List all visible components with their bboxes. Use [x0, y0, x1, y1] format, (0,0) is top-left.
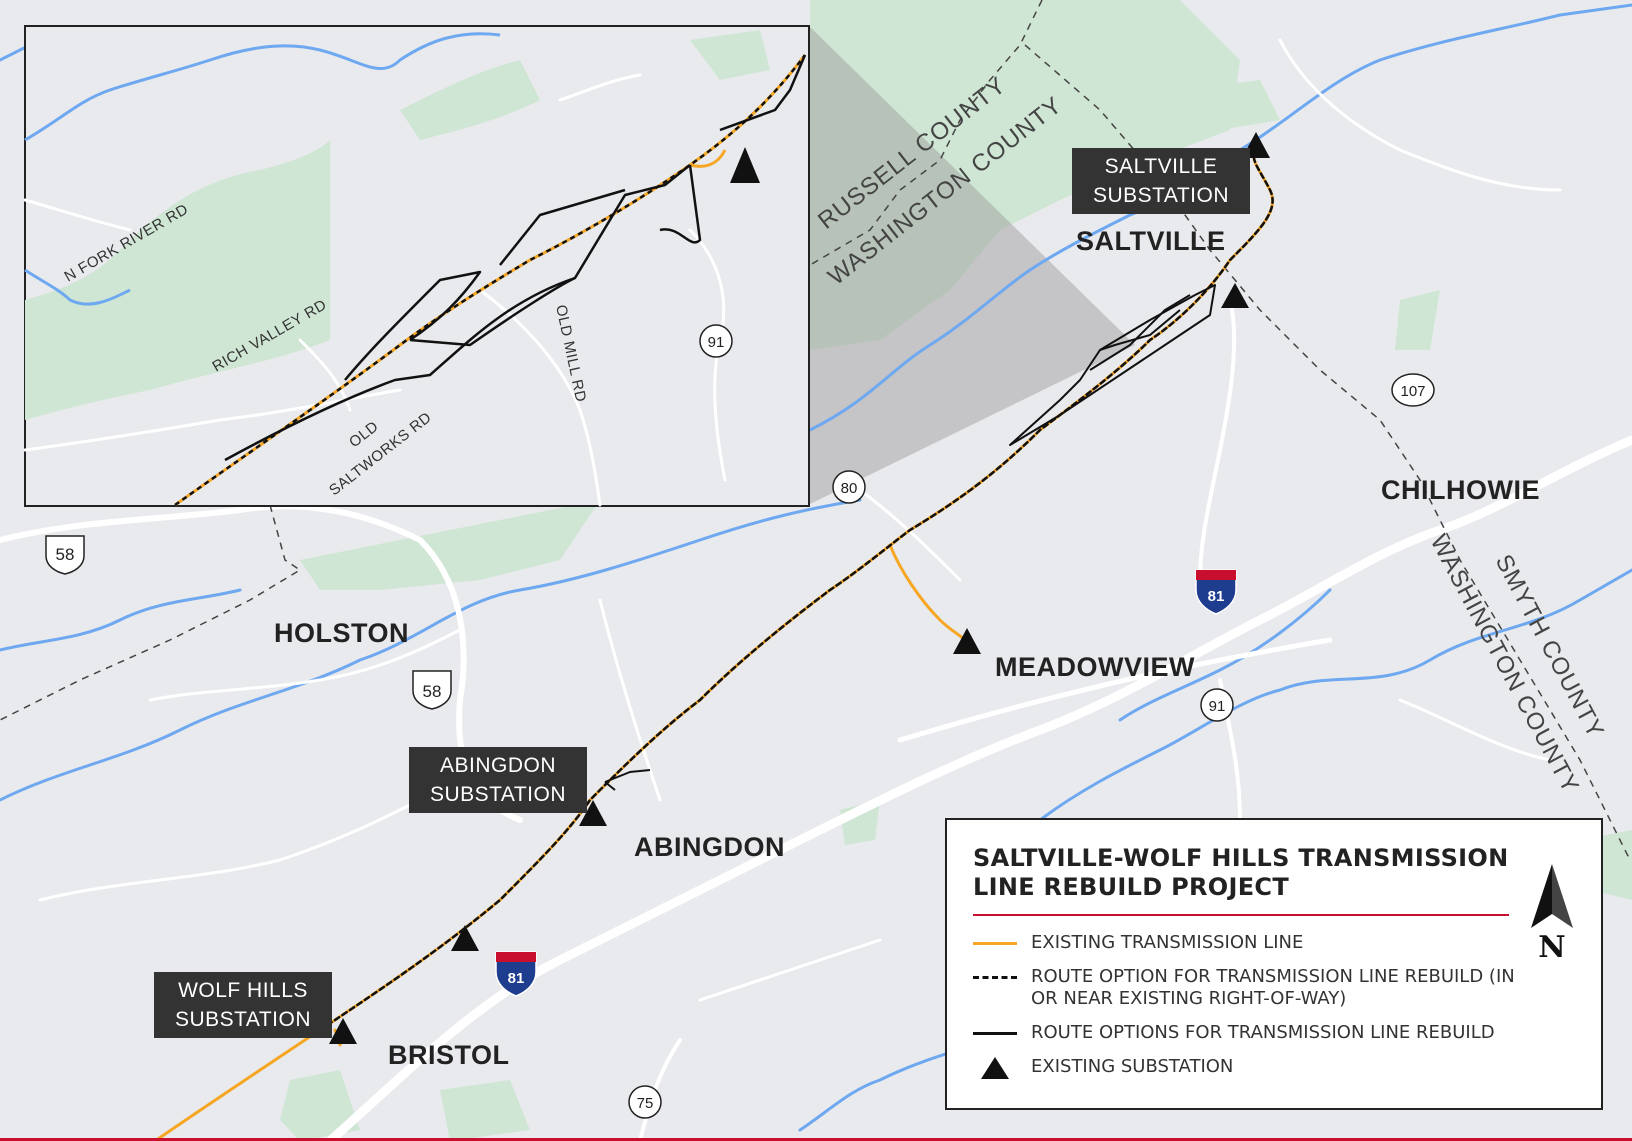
legend-label: ROUTE OPTIONS FOR TRANSMISSION LINE REBU…	[1031, 1022, 1495, 1043]
town-abingdon: ABINGDON	[634, 832, 785, 862]
county-boundaries	[0, 0, 1631, 861]
wolf-hills-substation-icon	[329, 1018, 357, 1044]
legend-divider	[973, 914, 1509, 916]
saltville-south-substation-icon	[1221, 283, 1249, 308]
route-shields: 80 107 58 58 81 91 81 75	[45, 373, 1435, 1119]
town-saltville: SALTVILLE	[1076, 226, 1226, 256]
legend-item-route-options: ROUTE OPTIONS FOR TRANSMISSION LINE REBU…	[973, 1022, 1575, 1044]
inset-connector	[808, 25, 1135, 505]
town-meadowview: MEADOWVIEW	[995, 652, 1195, 682]
rivers	[0, 3, 1632, 1132]
route-58-holston-shield: 58	[412, 670, 452, 710]
route-58-west-shield: 58	[45, 535, 85, 575]
legend-item-substation: EXISTING SUBSTATION	[973, 1056, 1575, 1079]
interstate-81-meadowview-shield: 81	[1195, 569, 1237, 615]
route-option-existing-row	[318, 148, 1274, 1032]
abingdon-substation-icon	[579, 800, 607, 826]
inset-route-91-shield: 91	[699, 324, 733, 358]
interstate-81-bristol-shield: 81	[495, 951, 537, 997]
solid-line-symbol	[973, 1022, 1017, 1044]
legend-label: ROUTE OPTION FOR TRANSMISSION LINE REBUI…	[1031, 966, 1515, 1009]
north-arrow-icon	[1531, 864, 1573, 928]
svg-text:91: 91	[1209, 698, 1226, 715]
bottom-accent-border	[0, 1138, 1632, 1141]
legend-item-existing-line: EXISTING TRANSMISSION LINE	[973, 932, 1575, 954]
town-holston: HOLSTON	[274, 618, 410, 648]
svg-text:80: 80	[841, 480, 858, 497]
legend-label: EXISTING SUBSTATION	[1031, 1056, 1234, 1077]
map-legend: SALTVILLE-WOLF HILLS TRANSMISSION LINE R…	[945, 818, 1603, 1110]
legend-label: EXISTING TRANSMISSION LINE	[1031, 932, 1304, 953]
inset-map: 91 N FORK RIVER RD RICH VALLEY RD OLD MI…	[23, 25, 810, 507]
roads	[0, 38, 1632, 1141]
route-options-main	[604, 284, 1216, 791]
legend-item-route-option-existing-row: ROUTE OPTION FOR TRANSMISSION LINE REBUI…	[973, 966, 1575, 1010]
inset-saltville-substation-icon	[730, 147, 760, 183]
north-letter: N	[1538, 930, 1566, 965]
north-arrow: N	[1527, 864, 1577, 965]
svg-text:81: 81	[508, 970, 525, 987]
town-bristol: BRISTOL	[388, 1040, 510, 1070]
route-91-meadowview-shield: 91	[1200, 688, 1234, 722]
svg-text:91: 91	[708, 334, 725, 351]
route-107-shield: 107	[1391, 373, 1435, 407]
wolf-hills-substation-label: WOLF HILLS SUBSTATION	[154, 972, 332, 1038]
route-75-shield: 75	[628, 1085, 662, 1119]
svg-text:58: 58	[423, 682, 442, 701]
svg-text:58: 58	[56, 545, 75, 564]
svg-text:81: 81	[1208, 588, 1225, 605]
svg-text:107: 107	[1400, 383, 1425, 400]
legend-title: SALTVILLE-WOLF HILLS TRANSMISSION LINE R…	[973, 844, 1509, 901]
triangle-symbol	[973, 1056, 1017, 1079]
dashed-line-symbol	[973, 966, 1017, 988]
orange-line-symbol	[973, 932, 1017, 954]
meadowview-substation-icon	[953, 628, 981, 654]
town-chilhowie: CHILHOWIE	[1381, 475, 1540, 505]
abingdon-substation-label: ABINGDON SUBSTATION	[409, 747, 587, 813]
bristol-north-substation-icon	[451, 925, 479, 951]
saltville-substation-label: SALTVILLE SUBSTATION	[1072, 148, 1250, 214]
route-80-shield: 80	[832, 470, 866, 504]
svg-text:75: 75	[637, 1095, 654, 1112]
